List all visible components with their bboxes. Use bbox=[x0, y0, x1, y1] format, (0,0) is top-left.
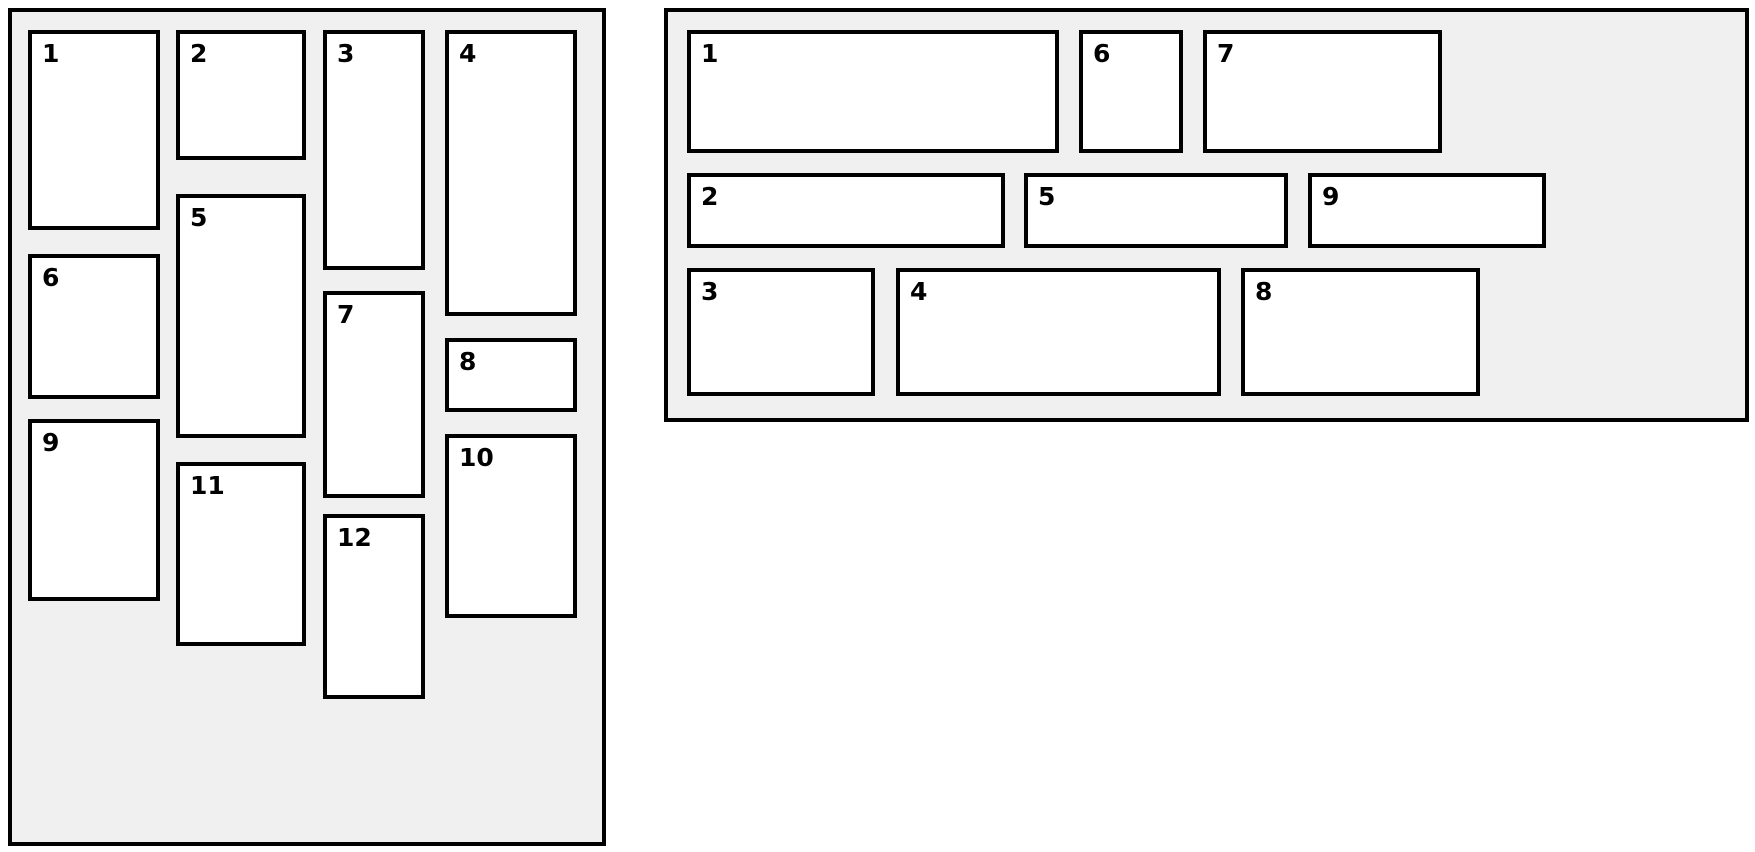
layout-box-left-panel-5[interactable]: 5 bbox=[176, 194, 306, 438]
layout-box-label: 7 bbox=[1217, 39, 1235, 68]
layout-box-right-panel-1[interactable]: 1 bbox=[687, 30, 1059, 153]
layout-box-label: 8 bbox=[459, 347, 477, 376]
layout-box-left-panel-12[interactable]: 12 bbox=[323, 514, 425, 699]
layout-box-label: 9 bbox=[1322, 182, 1340, 211]
layout-box-label: 3 bbox=[701, 277, 719, 306]
layout-box-label: 10 bbox=[459, 443, 494, 472]
layout-box-right-panel-9[interactable]: 9 bbox=[1308, 173, 1546, 248]
layout-box-left-panel-11[interactable]: 11 bbox=[176, 462, 306, 646]
layout-box-left-panel-8[interactable]: 8 bbox=[445, 338, 577, 412]
layout-box-left-panel-1[interactable]: 1 bbox=[28, 30, 160, 230]
layout-box-label: 4 bbox=[910, 277, 928, 306]
layout-box-label: 5 bbox=[190, 203, 208, 232]
layout-box-right-panel-7[interactable]: 7 bbox=[1203, 30, 1442, 153]
layout-box-label: 12 bbox=[337, 523, 372, 552]
layout-box-right-panel-5[interactable]: 5 bbox=[1024, 173, 1288, 248]
layout-box-right-panel-6[interactable]: 6 bbox=[1079, 30, 1183, 153]
layout-box-left-panel-7[interactable]: 7 bbox=[323, 291, 425, 498]
layout-box-label: 6 bbox=[1093, 39, 1111, 68]
layout-box-right-panel-3[interactable]: 3 bbox=[687, 268, 875, 396]
layout-box-label: 5 bbox=[1038, 182, 1056, 211]
layout-box-label: 1 bbox=[42, 39, 60, 68]
layout-box-label: 11 bbox=[190, 471, 225, 500]
layout-box-label: 1 bbox=[701, 39, 719, 68]
layout-box-right-panel-2[interactable]: 2 bbox=[687, 173, 1005, 248]
layout-box-label: 2 bbox=[190, 39, 208, 68]
layout-box-right-panel-4[interactable]: 4 bbox=[896, 268, 1221, 396]
layout-box-right-panel-8[interactable]: 8 bbox=[1241, 268, 1480, 396]
layout-box-left-panel-10[interactable]: 10 bbox=[445, 434, 577, 618]
layout-box-label: 9 bbox=[42, 428, 60, 457]
layout-box-label: 7 bbox=[337, 300, 355, 329]
layout-box-label: 8 bbox=[1255, 277, 1273, 306]
layout-box-left-panel-4[interactable]: 4 bbox=[445, 30, 577, 316]
layout-box-label: 2 bbox=[701, 182, 719, 211]
layout-box-label: 6 bbox=[42, 263, 60, 292]
layout-box-left-panel-2[interactable]: 2 bbox=[176, 30, 306, 160]
layout-box-label: 4 bbox=[459, 39, 477, 68]
layout-box-left-panel-3[interactable]: 3 bbox=[323, 30, 425, 270]
layout-box-left-panel-6[interactable]: 6 bbox=[28, 254, 160, 399]
layout-box-left-panel-9[interactable]: 9 bbox=[28, 419, 160, 601]
layout-box-label: 3 bbox=[337, 39, 355, 68]
